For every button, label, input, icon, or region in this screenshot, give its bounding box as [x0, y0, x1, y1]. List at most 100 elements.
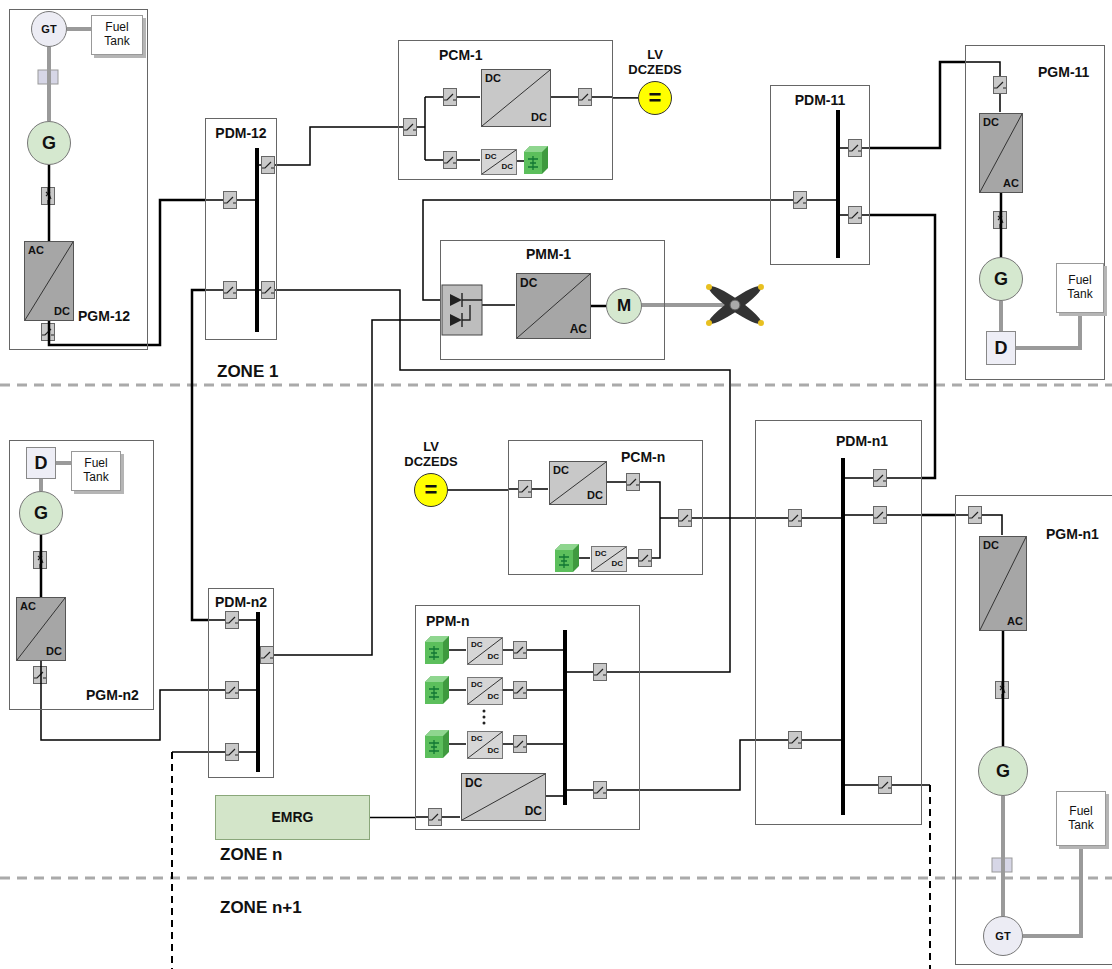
converter-label: DC: [611, 560, 623, 568]
converter-label: AC: [570, 323, 587, 335]
ellipsis-dots: [483, 716, 486, 719]
battery-icon: [425, 676, 449, 704]
bus-label: LV DCZEDS: [398, 440, 464, 470]
breaker-symbol: [627, 474, 640, 491]
machine-label: GT: [41, 23, 56, 36]
breaker-symbol: [849, 207, 862, 224]
converter-diagonal: [980, 114, 1022, 192]
converter-diagonal: [482, 70, 550, 126]
converter-label: DC: [471, 735, 483, 743]
module-box: PDM-12: [205, 118, 277, 340]
power-line: [277, 290, 730, 672]
machine-label: G: [42, 133, 56, 154]
power-line: [870, 62, 965, 148]
battery-icon: [425, 730, 449, 758]
machine-label: EMRG: [272, 809, 314, 825]
power-line: [1002, 631, 1005, 746]
converter-label: DC: [485, 73, 501, 84]
ellipsis-dots: [483, 710, 486, 713]
bus-symbol: =: [649, 87, 662, 109]
module-label: PDM-n1: [836, 433, 888, 449]
converter-label: AC: [1007, 616, 1023, 627]
converter-diagonal: [517, 274, 590, 338]
bus-label: LV DCZEDS: [622, 48, 688, 78]
power-line: [448, 489, 508, 491]
diode-block: [450, 294, 462, 326]
converter-diagonal: [468, 678, 502, 704]
tank-label: Fuel Tank: [92, 21, 142, 49]
breaker-symbol: [404, 119, 417, 136]
converter-box: DCDC: [549, 461, 607, 505]
converter-box: DCAC: [979, 113, 1023, 193]
converter-box: DCDC: [481, 149, 517, 175]
breaker-symbol: [794, 192, 807, 209]
zone-continuation: [171, 752, 173, 969]
breaker-symbol: [429, 809, 442, 826]
module-label: PGM-11: [1038, 64, 1089, 80]
propeller: [706, 284, 712, 290]
module-box: PMM-1DC AC M: [440, 240, 665, 360]
converter-label: DC: [487, 747, 499, 755]
diode-block: [442, 285, 482, 335]
converter-label: DC: [471, 641, 483, 649]
propeller: [705, 282, 764, 329]
zone-label: ZONE n: [218, 845, 284, 865]
converter-label: DC: [553, 465, 569, 476]
fuel-tank: Fuel Tank: [1056, 263, 1104, 313]
converter-box: DCDC: [467, 637, 503, 665]
converter-box: DC DC: [467, 731, 503, 759]
breaker-symbol: [579, 89, 592, 106]
converter-label: AC: [1003, 178, 1019, 189]
breaker-symbol: [224, 192, 237, 209]
breaker-symbol: [226, 612, 239, 629]
converter-label: DC: [46, 646, 62, 657]
module-label: PMM-1: [526, 246, 571, 262]
converter-box: DC AC: [516, 273, 591, 339]
converter-label: DC: [595, 550, 607, 558]
machine-label: G: [34, 503, 48, 524]
breaker-symbol: [226, 744, 239, 761]
converter-label: DC: [465, 777, 482, 789]
wire-line: [482, 304, 515, 306]
module-box: PGM-12GTFuel TankGACDC: [9, 9, 148, 350]
zone-label: ZONE 1: [215, 362, 280, 382]
converter-diagonal: [468, 732, 502, 758]
wire-line: [205, 165, 277, 290]
converter-diagonal: [550, 462, 606, 504]
converter-box: DCDC: [467, 677, 503, 705]
fuel-tank: Fuel Tank: [1056, 791, 1106, 846]
shaft-pipe-line: [47, 47, 51, 121]
shaft-pipe-line: [56, 461, 71, 465]
tank-label: Fuel Tank: [1057, 274, 1103, 302]
zone-divider: [0, 877, 1112, 880]
fuel-tank: Fuel Tank: [91, 15, 143, 55]
battery-icon: [425, 636, 449, 664]
battery-icon: [425, 146, 579, 758]
power-line: [591, 305, 606, 308]
power-line: [613, 97, 638, 99]
converter-diagonal: [17, 598, 65, 660]
shaft-pipe-line: [1023, 846, 1081, 936]
machine-label: G: [994, 269, 1008, 290]
converter-label: DC: [520, 277, 537, 289]
machine-circle: GT: [983, 916, 1023, 956]
breaker-symbol: [519, 481, 532, 498]
dc-bus-circle: =: [414, 473, 448, 507]
converter-diagonal: [592, 547, 626, 571]
machine-circle: M: [606, 288, 642, 324]
power-line: [277, 127, 398, 165]
breaker-symbol: [594, 664, 607, 681]
module-box: PDM-11: [770, 85, 870, 265]
power-line: [48, 165, 51, 241]
diode-block: [442, 285, 482, 335]
breaker-symbol: [514, 682, 527, 699]
dc-bus-circle: =: [638, 81, 672, 115]
machine-circle: GT: [31, 11, 67, 47]
module-label: PPM-n: [426, 613, 470, 629]
converter-label: DC: [485, 153, 497, 161]
shaft-coupling: [38, 70, 1012, 872]
module-box: PGM-n2DFuel TankGACDC: [9, 440, 154, 710]
bus-symbol: =: [425, 479, 438, 501]
module-label: PDM-12: [206, 125, 276, 141]
